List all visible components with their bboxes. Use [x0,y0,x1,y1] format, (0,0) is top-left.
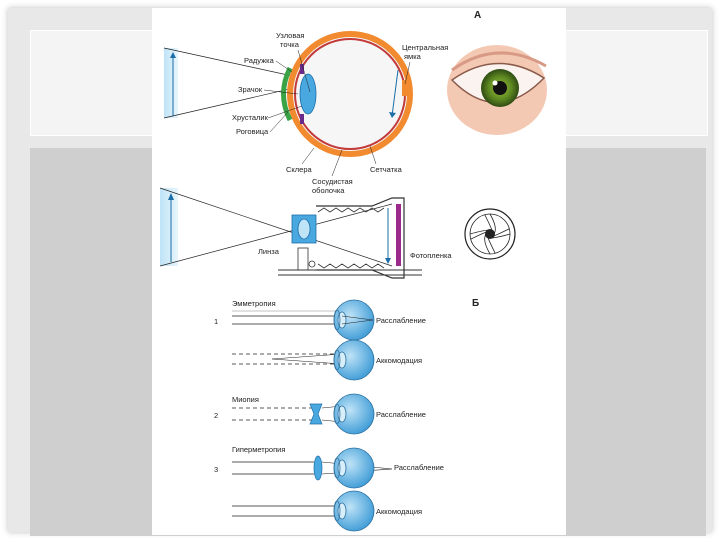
label-relax-2: Расслабление [376,410,426,419]
eye-emmetropia-accommodation [333,339,375,381]
eye-labels: Узловая точка Радужка Зрачок Хрусталик Р… [232,31,448,195]
object-box [164,48,178,118]
label-fovea-1: Центральная [402,43,448,52]
panel-letter-b: Б [472,298,479,309]
label-row-3: 3 [214,465,218,474]
figure-panel: А Б Узловая точка Радужка Зрачок Хрустал… [152,8,566,535]
convex-lens [313,455,323,481]
refraction-panel: Эмметропия 1 Расслабление Аккомодация Ми… [214,299,444,532]
eye-emmetropia-relax [333,299,375,341]
label-accommodation-1: Аккомодация [376,356,422,365]
label-camera-lens: Линза [258,247,280,256]
label-cornea: Роговица [236,127,269,136]
camera-object-box [160,188,178,266]
eye-hypermetropia-relax [333,447,375,489]
panel-letter-a: А [474,10,481,21]
label-nodal-point-2: точка [280,40,300,49]
label-hypermetropia: Гиперметропия [232,445,285,454]
label-relax-3: Расслабление [394,463,444,472]
label-film: Фотопленка [410,251,452,260]
label-choroid-1: Сосудистая [312,177,353,186]
aperture-icon [464,208,516,260]
label-row-2: 2 [214,411,218,420]
label-myopia: Миопия [232,395,259,404]
object-arrow-icon [170,52,176,58]
eye-photo [447,45,547,135]
label-fovea-2: ямка [404,52,422,61]
eye-myopia [333,393,375,435]
label-relax-1: Расслабление [376,316,426,325]
iris-shape [281,66,293,122]
label-retina: Сетчатка [370,165,403,174]
label-iris: Радужка [244,56,275,65]
camera-diagram: Линза Фотопленка [159,187,452,279]
eye-hypermetropia-accommodation [333,490,375,532]
eye-camera-diagram: А Б Узловая точка Радужка Зрачок Хрустал… [159,10,547,532]
eye-lens-shape [299,73,317,115]
label-lens: Хрусталик [232,113,269,122]
sclera-ring [287,31,413,157]
label-accommodation-2: Аккомодация [376,507,422,516]
concave-lens [309,403,323,425]
label-pupil: Зрачок [238,85,263,94]
label-sclera: Склера [286,165,313,174]
label-row-1: 1 [214,317,218,326]
label-choroid-2: оболочка [312,186,345,195]
eye-cross-section [163,31,413,157]
label-nodal-point-1: Узловая [276,31,304,40]
film-strip [396,204,401,266]
label-emmetropia: Эмметропия [232,299,276,308]
